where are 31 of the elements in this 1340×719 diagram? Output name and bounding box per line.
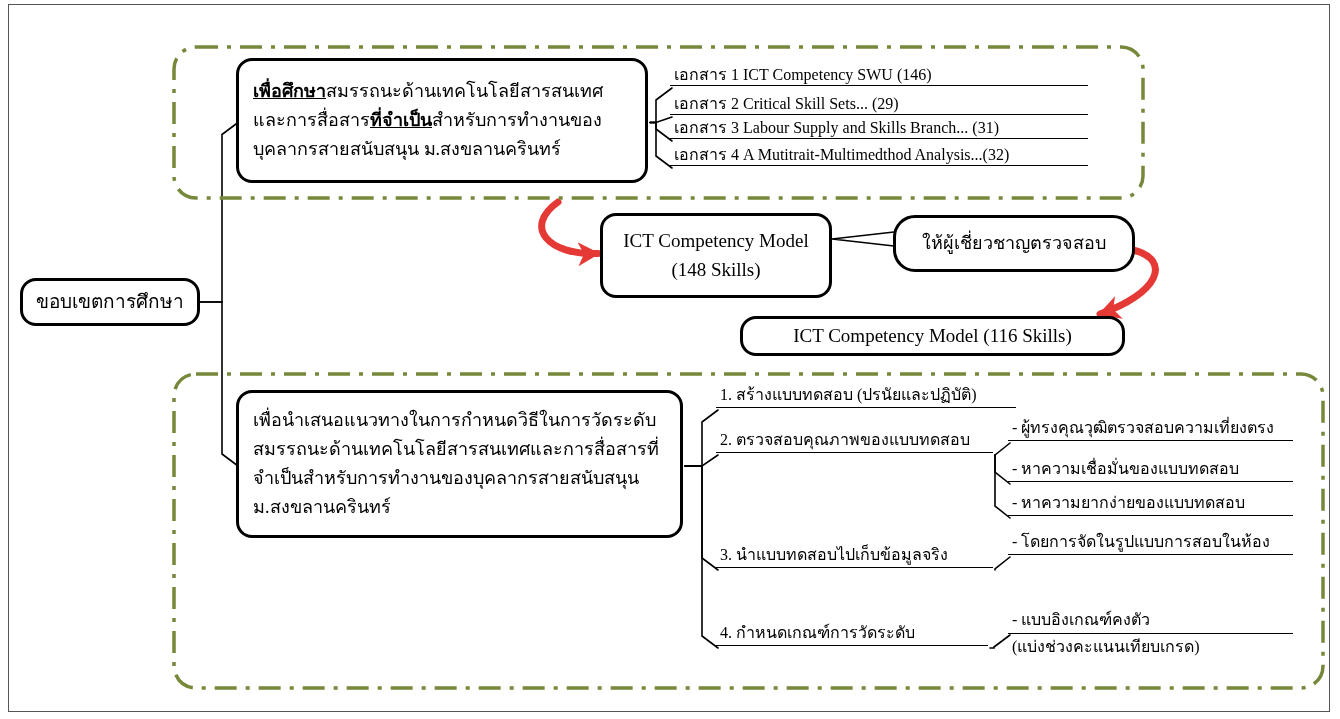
branch-label: - แบบอิงเกณฑ์คงตัว [1008,607,1293,634]
branch-label: (แบ่งช่วงคะแนนเทียบเกรด) [1011,637,1201,658]
rounded-box: ขอบเขตการศึกษา [20,278,200,326]
branch-label: เอกสาร 4 A Mutitrait-Multimedthod Analysis...(32) [670,144,1088,166]
branch-label: 2. ตรวจสอบคุณภาพของแบบทดสอบ [716,429,993,453]
curved-arrow [538,198,602,266]
branch-label: - หาความยากง่ายของแบบทดสอบ [1008,492,1293,516]
connector-line [994,454,1011,519]
rounded-box: ICT Competency Model (148 Skills) [600,213,832,298]
rounded-box: เพื่อนำเสนอแนวทางในการกำหนดวิธีในการวัดระดับสมรรถนะด้านเทคโนโลยีสารสนเทศและการสื่อสารที่จำเป็นสำหรับการทำงานของบุคลากรสายสนับสนุน ม.สงขลานครินทร์ [236,390,683,538]
branch-label: 4. กำหนดเกณฑ์การวัดระดับ [716,622,988,646]
branch-label: - ผู้ทรงคุณวุฒิตรวจสอบความเที่ยงตรง [1008,417,1293,441]
branch-label: 1. สร้างแบบทดสอบ (ปรนัยและปฏิบัติ) [716,384,1016,408]
rounded-box: ICT Competency Model (116 Skills) [740,316,1125,356]
branch-label: - โดยการจัดในรูปแบบการสอบในห้อง [1008,531,1293,555]
branch-label: เอกสาร 1 ICT Competency SWU (146) [670,64,1088,86]
branch-label: เอกสาร 2 Critical Skill Sets... (29) [670,93,1088,115]
speech-bubble: ให้ผู้เชี่ยวชาญตรวจสอบ [893,215,1135,272]
dashed-frame [172,372,1325,690]
connector-line [684,465,719,649]
rounded-box: เพื่อศึกษาสมรรถนะด้านเทคโนโลยีสารสนเทศและการสื่อสารที่จำเป็นสำหรับการทำงานของบุคลากรสายสนับสนุน ม.สงขลานครินทร์ [236,58,648,183]
dashed-frame [172,45,1145,200]
connector-line [994,556,1011,571]
curved-arrow [1096,246,1159,318]
branch-label: - หาความเชื่อมั่นของแบบทดสอบ [1008,458,1293,482]
branch-label: เอกสาร 3 Labour Supply and Skills Branch... (31) [670,117,1088,139]
branch-label: 3. นำแบบทดสอบไปเก็บข้อมูลจริง [716,544,993,568]
connector-line [989,634,1011,649]
connector-line [649,121,673,169]
connector-line [994,442,1011,456]
bubble-tail [831,231,895,247]
